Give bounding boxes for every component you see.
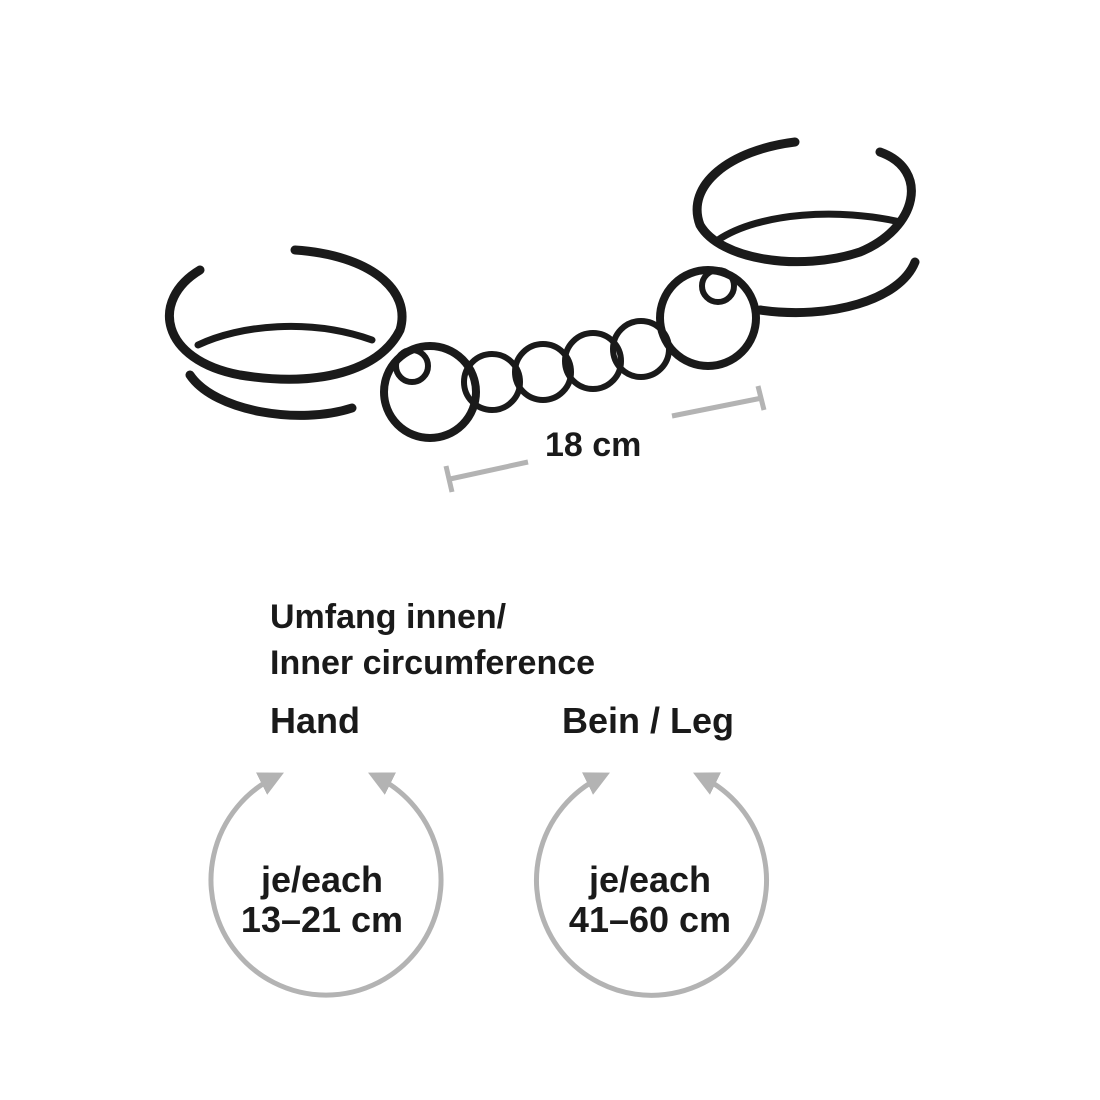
hand-circumference-value: je/each 13–21 cm — [192, 860, 452, 940]
hand-range-label: 13–21 cm — [240, 899, 404, 940]
leg-title: Bein / Leg — [562, 700, 735, 741]
right-cuff — [692, 137, 920, 317]
leg-each-label: je/each — [588, 859, 712, 900]
length-dimension-line — [443, 385, 767, 493]
left-cuff — [164, 245, 407, 420]
chain — [380, 266, 760, 442]
length-label: 18 cm — [545, 426, 642, 464]
hand-title: Hand — [270, 700, 360, 741]
hand-circumference-icon — [208, 772, 444, 998]
leg-circumference-value: je/each 41–60 cm — [520, 860, 780, 940]
heading-line-2: Inner circumference — [270, 644, 596, 682]
hand-each-label: je/each — [260, 859, 384, 900]
leg-range-label: 41–60 cm — [568, 899, 732, 940]
circumference-heading: Umfang innen/ Inner circumference — [270, 594, 595, 686]
leg-circumference-icon — [534, 772, 769, 998]
heading-line-1: Umfang innen/ — [270, 598, 507, 636]
